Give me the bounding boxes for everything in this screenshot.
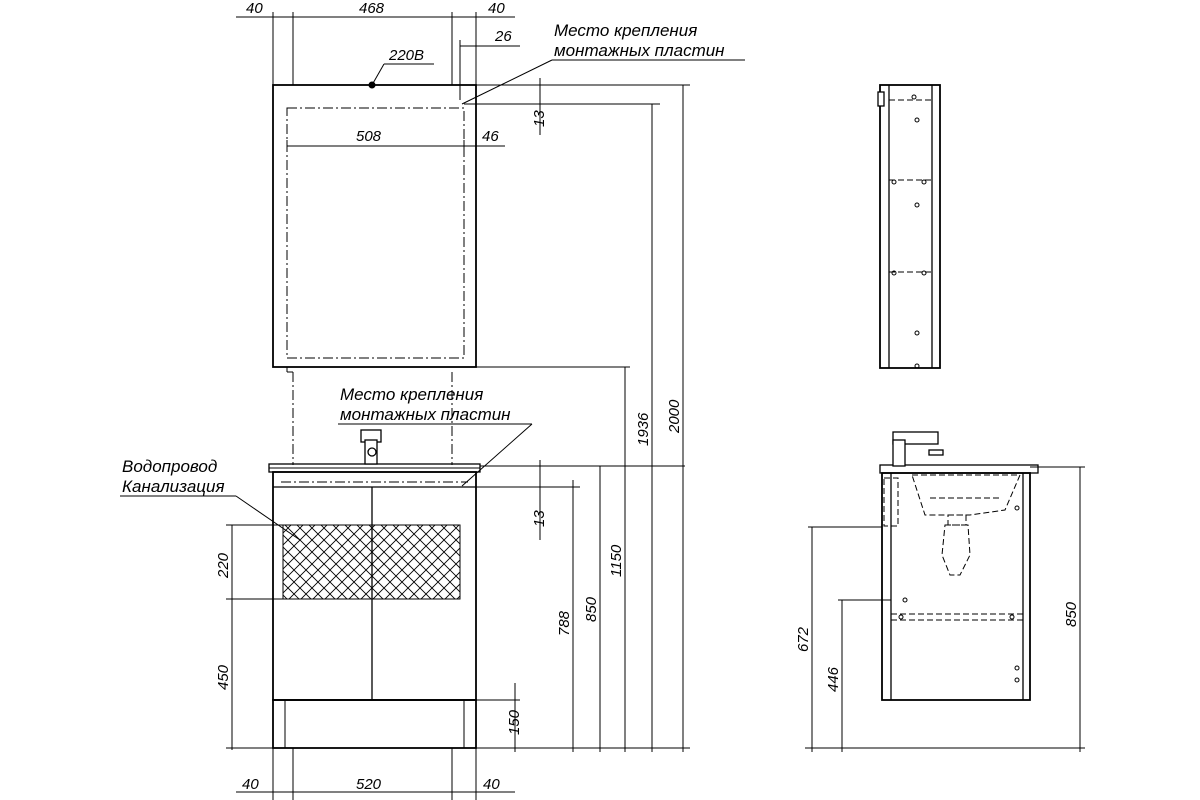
svg-text:40: 40 (483, 776, 500, 793)
mirror-offset-dim: 26 (459, 28, 520, 100)
svg-text:Место крепления: Место крепления (554, 21, 697, 40)
cabinet-width-dims: 40 520 40 (236, 748, 515, 800)
svg-text:Место крепления: Место крепления (340, 385, 483, 404)
svg-text:монтажных пластин: монтажных пластин (340, 405, 511, 424)
svg-text:26: 26 (494, 28, 512, 45)
svg-text:220: 220 (215, 552, 232, 579)
front-height-dims: 788 850 1150 1936 2000 (476, 84, 690, 752)
svg-text:850: 850 (583, 596, 600, 622)
svg-text:788: 788 (556, 610, 573, 636)
side-height-dims: 672 446 850 (795, 466, 1085, 752)
mirror-inner-dims: 508 46 (286, 128, 505, 152)
left-height-dims: 220 450 (215, 524, 283, 750)
cabinet-mount-note: Место крепления монтажных пластин (338, 385, 533, 487)
svg-text:520: 520 (356, 776, 382, 793)
power-label: 220В (388, 47, 424, 64)
svg-text:1150: 1150 (608, 544, 625, 577)
mirror-mount-note: Место крепления монтажных пластин (461, 21, 745, 105)
cabinet-top-offset: 13 (468, 460, 685, 540)
svg-text:монтажных пластин: монтажных пластин (554, 41, 725, 60)
svg-text:508: 508 (356, 128, 382, 145)
vanity-cabinet-side (879, 431, 1039, 701)
mirror-top-offset: 13 (464, 78, 660, 135)
svg-text:450: 450 (215, 664, 232, 690)
svg-text:2000: 2000 (666, 399, 683, 434)
svg-text:1936: 1936 (635, 412, 652, 446)
svg-text:40: 40 (488, 0, 505, 17)
leg-height-dim: 150 (476, 683, 523, 752)
svg-text:40: 40 (242, 776, 259, 793)
utility-zone-hatch (282, 524, 461, 600)
svg-text:40: 40 (246, 0, 263, 17)
svg-text:Водопровод: Водопровод (122, 457, 217, 476)
svg-text:446: 446 (825, 666, 842, 692)
svg-text:46: 46 (482, 128, 499, 145)
svg-text:Канализация: Канализация (122, 477, 225, 496)
mirror-cabinet-side (877, 84, 941, 369)
vertical-guides (272, 12, 477, 465)
svg-text:468: 468 (359, 0, 385, 17)
utilities-note: Водопровод Канализация (120, 457, 301, 541)
svg-text:13: 13 (531, 110, 548, 127)
mirror-width-dims: 40 468 40 (236, 0, 515, 18)
svg-text:672: 672 (795, 626, 812, 652)
svg-text:150: 150 (506, 709, 523, 735)
svg-text:850: 850 (1063, 601, 1080, 627)
svg-text:13: 13 (531, 510, 548, 527)
